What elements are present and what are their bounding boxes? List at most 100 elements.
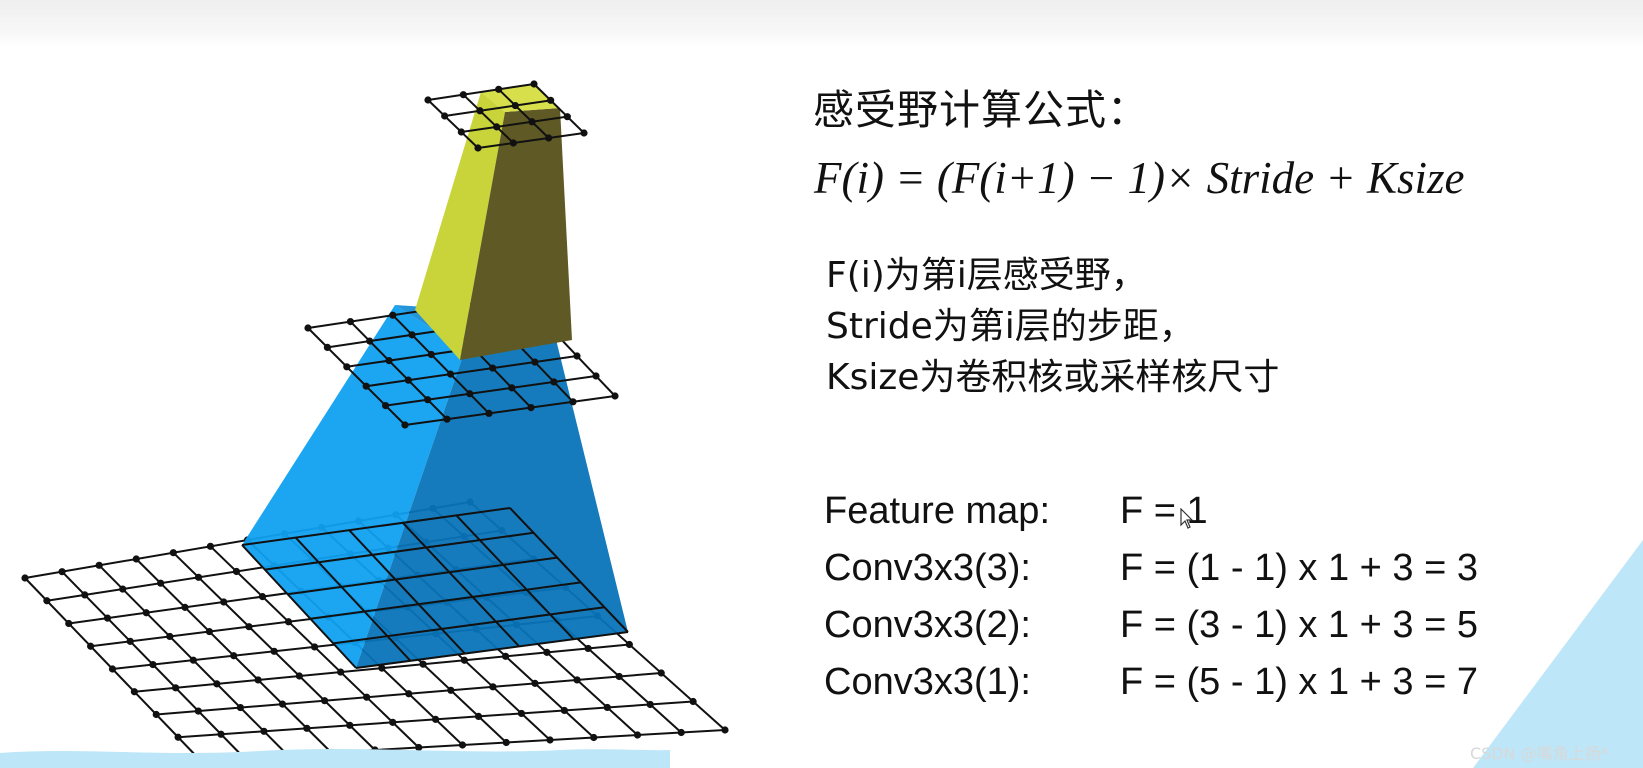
calculation-equation: F = 1 [1120,490,1208,532]
grid-node [213,680,221,688]
grid-node [363,693,371,701]
grid-node [633,731,642,739]
grid-node [531,679,539,687]
grid-node [509,139,517,147]
grid-line [497,88,550,139]
grid-node [132,555,140,563]
grid-line [404,395,616,426]
grid-node [493,123,501,131]
grid-node [466,390,474,398]
grid-node [580,129,588,137]
grid-line [241,507,511,546]
receptive-field-formula: F(i) = (F(i+1) − 1)× Stride + Ksize [814,153,1465,203]
description-line: Stride为第i层的步距， [826,306,1195,347]
grid-node [405,690,413,698]
grid-node [657,669,665,677]
grid-node [166,632,174,641]
grid-line [427,83,535,101]
grid-node [573,676,581,684]
grid-node [560,706,568,715]
grid-node [603,703,611,712]
grid-node [517,709,526,718]
grid-node [232,567,241,576]
grid-node [346,318,354,326]
grid-line [444,99,551,117]
grid-line [348,529,466,655]
grid-node [343,363,351,371]
grid-node [103,614,112,622]
grid-node [573,352,581,360]
grid-node [424,396,432,404]
grid-line [264,531,534,571]
yellow-column [415,84,572,360]
grid-line [533,83,585,134]
grid-node [378,664,386,672]
grid-node [149,660,157,669]
calculation-label: Conv3x3(1): [824,661,1031,703]
grid-line [462,93,515,144]
grid-node [142,609,150,617]
grid-node [646,700,654,709]
grid-node [550,378,558,386]
grid-node [489,683,497,691]
grid-node [346,721,354,729]
grid-node [181,603,189,611]
grid-node [419,660,427,668]
grid-node [569,398,577,406]
grid-node [592,372,600,380]
grid-node [236,703,245,712]
grid-node [87,642,95,650]
grid-node [382,402,390,410]
grid-line [461,115,568,133]
calculation-label: Conv3x3(3): [824,547,1031,589]
grid-node [254,676,262,684]
grid-line [402,522,520,648]
description-line: Ksize为卷积核或采样核尺寸 [826,357,1280,398]
calculation-equation: F = (3 - 1) x 1 + 3 = 5 [1120,604,1478,646]
grid-node [459,91,467,99]
top-grid [424,80,588,152]
grid-node [531,358,539,366]
grid-node [245,623,253,631]
grid-line [355,631,629,669]
grid-node [625,640,633,649]
grid-node [169,549,177,557]
top-bar [0,0,1643,46]
grid-node [584,644,592,653]
decorative-wave-bottom [0,749,670,768]
grid-node [443,415,451,423]
grid-line [307,327,406,426]
grid-node [547,96,555,104]
grid-node [502,652,510,660]
grid-node [174,733,182,741]
grid-node [43,597,51,605]
grid-line [287,556,558,596]
grid-node [404,376,412,384]
grid-node [230,652,238,660]
grid-node [152,710,160,719]
grid-node [460,656,468,664]
grid-node [611,392,619,400]
grid-node [545,134,553,142]
grid-node [511,101,519,110]
grid-node [366,337,374,345]
grid-line [310,581,581,620]
grid-node [194,573,203,581]
grid-node [527,404,535,412]
grid-node [304,324,312,332]
grid-line [385,375,597,407]
grid-line [455,514,575,640]
grid-line [241,544,357,669]
grid-line [509,507,629,633]
decorative-shape-right [1473,540,1643,768]
grid-node [495,85,503,93]
grid-node [205,627,213,636]
grid-node [502,738,510,747]
grid-node [385,357,393,365]
calculation-label: Conv3x3(2): [824,604,1031,646]
grid-node [206,542,215,550]
grid-node [323,343,331,351]
grid-line [477,132,585,149]
grid-node [21,574,29,582]
description-line: F(i)为第i层感受野， [826,255,1147,296]
